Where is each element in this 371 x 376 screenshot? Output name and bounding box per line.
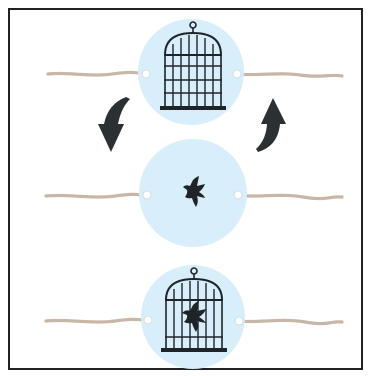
disc-hole-left [141,69,151,79]
string-left-middle [44,192,148,199]
arrow-down-left-icon [98,97,130,152]
string-left-top [46,70,148,77]
empty-birdcage-icon [160,21,226,110]
string-left-bottom [44,317,148,324]
top-disc-group [46,19,344,125]
string-right-middle [234,193,344,201]
arrow-up-right-icon [256,98,286,152]
disc-hole-left [143,315,153,325]
string-right-top [234,72,344,78]
disc-hole-right [232,69,242,79]
middle-disc-group [44,139,344,247]
caged-bird-icon [182,301,206,332]
flying-bird-icon [183,176,205,207]
disc-hole-right [233,190,243,200]
bird-in-birdcage-icon [161,267,227,352]
bottom-disc-group [44,265,344,369]
disc-hole-right [234,316,244,326]
disc-hole-left [142,190,152,200]
string-right-bottom [236,318,344,326]
